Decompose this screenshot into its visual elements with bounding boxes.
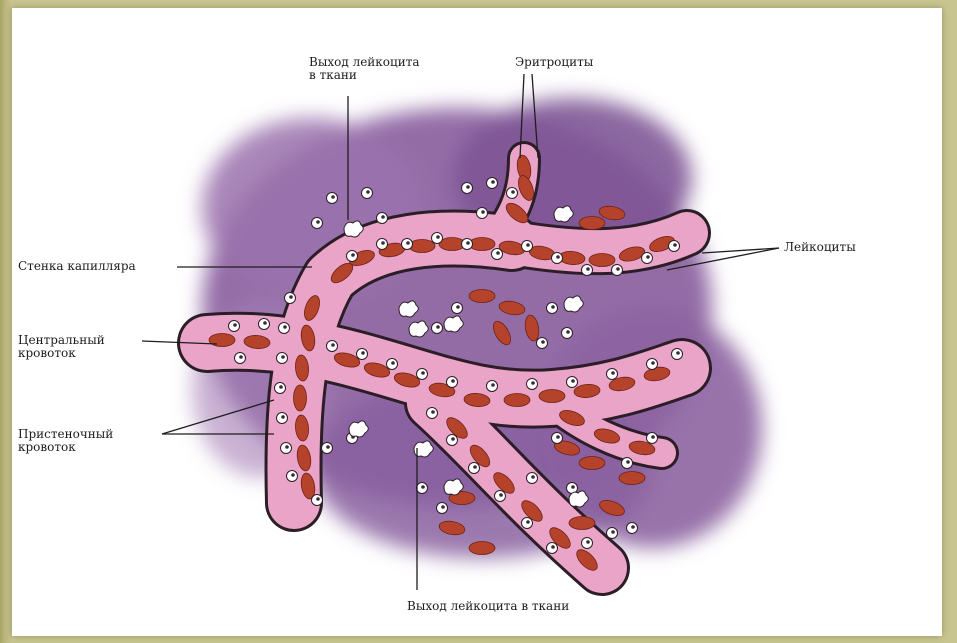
leukocyte-nucleus — [556, 255, 560, 259]
leukocyte-nucleus — [406, 241, 410, 245]
leukocyte-nucleus — [616, 267, 620, 271]
erythrocyte — [589, 254, 615, 267]
erythrocyte — [619, 472, 645, 485]
leukocyte-nucleus — [451, 437, 455, 441]
leukocyte-nucleus — [451, 379, 455, 383]
leukocyte-nucleus — [283, 325, 287, 329]
erythrocyte — [579, 217, 605, 230]
leukocyte-nucleus — [551, 305, 555, 309]
leukocyte-nucleus — [291, 473, 295, 477]
leukocyte-nucleus — [421, 371, 425, 375]
label-leukocyte-exit-bottom: Выход лейкоцита в ткани — [407, 600, 569, 613]
leukocyte-nucleus — [631, 525, 635, 529]
leukocyte-nucleus — [511, 190, 515, 194]
leukocyte-nucleus — [466, 185, 470, 189]
erythrocyte — [469, 290, 495, 303]
leukocyte-nucleus — [285, 445, 289, 449]
leukocyte-nucleus — [473, 465, 477, 469]
erythrocyte — [209, 334, 235, 347]
leukocyte-nucleus — [499, 493, 503, 497]
label-leukocyte-exit-top: Выход лейкоцита в ткани — [309, 56, 420, 82]
leukocyte-nucleus — [281, 355, 285, 359]
erythrocyte — [569, 517, 595, 530]
leukocyte-nucleus — [526, 243, 530, 247]
leukocyte-nucleus — [646, 255, 650, 259]
leukocyte-nucleus — [551, 545, 555, 549]
capillary-blood-flow-diagram — [12, 8, 942, 636]
leukocyte-nucleus — [531, 381, 535, 385]
leukocyte-nucleus — [281, 415, 285, 419]
leukocyte-nucleus — [316, 497, 320, 501]
erythrocyte — [579, 457, 605, 470]
leukocyte-nucleus — [626, 460, 630, 464]
leukocyte-nucleus — [586, 540, 590, 544]
leukocyte-nucleus — [491, 180, 495, 184]
erythrocyte — [469, 542, 495, 555]
leukocyte-nucleus — [481, 210, 485, 214]
label-erythrocytes: Эритроциты — [515, 56, 593, 69]
leukocyte-nucleus — [263, 321, 267, 325]
leukocyte-nucleus — [331, 343, 335, 347]
leukocyte-nucleus — [381, 215, 385, 219]
leukocyte-nucleus — [316, 220, 320, 224]
leukocyte-nucleus — [366, 190, 370, 194]
illustration-panel: Выход лейкоцита в ткани Эритроциты Стенк… — [12, 8, 942, 636]
leukocyte-nucleus — [279, 385, 283, 389]
label-parietal-flow: Пристеночный кровоток — [18, 428, 113, 454]
leukocyte-nucleus — [326, 445, 330, 449]
leukocyte-nucleus — [421, 485, 425, 489]
leukocyte-nucleus — [586, 267, 590, 271]
leukocyte-nucleus — [651, 361, 655, 365]
leukocyte-nucleus — [233, 323, 237, 327]
leukocyte-nucleus — [491, 383, 495, 387]
erythrocyte — [409, 240, 435, 253]
label-capillary-wall: Стенка капилляра — [18, 260, 136, 273]
erythrocyte — [539, 390, 565, 403]
leukocyte-nucleus — [456, 305, 460, 309]
leukocyte-nucleus — [556, 435, 560, 439]
leukocyte-nucleus — [391, 361, 395, 365]
leukocyte-nucleus — [566, 330, 570, 334]
leukocyte-nucleus — [436, 235, 440, 239]
leukocyte-nucleus — [531, 475, 535, 479]
leukocyte-nucleus — [571, 485, 575, 489]
leukocyte-nucleus — [289, 295, 293, 299]
leukocyte-nucleus — [466, 241, 470, 245]
leukocyte-nucleus — [431, 410, 435, 414]
leukocyte-nucleus — [361, 351, 365, 355]
label-leukocytes: Лейкоциты — [784, 241, 856, 254]
leukocyte-nucleus — [526, 520, 530, 524]
leukocyte-nucleus — [571, 379, 575, 383]
leukocyte-nucleus — [676, 351, 680, 355]
leukocyte-nucleus — [673, 243, 677, 247]
leukocyte-nucleus — [611, 530, 615, 534]
leukocyte-nucleus — [436, 325, 440, 329]
leukocyte-nucleus — [541, 340, 545, 344]
leukocyte-nucleus — [651, 435, 655, 439]
leukocyte-nucleus — [441, 505, 445, 509]
leukocyte-nucleus — [331, 195, 335, 199]
label-central-flow: Центральный кровоток — [18, 334, 105, 360]
erythrocyte — [294, 385, 307, 411]
leukocyte-nucleus — [381, 241, 385, 245]
erythrocyte — [504, 394, 530, 407]
leukocyte-nucleus — [351, 253, 355, 257]
leukocyte-nucleus — [611, 371, 615, 375]
leukocyte-nucleus — [496, 251, 500, 255]
leukocyte-nucleus — [239, 355, 243, 359]
